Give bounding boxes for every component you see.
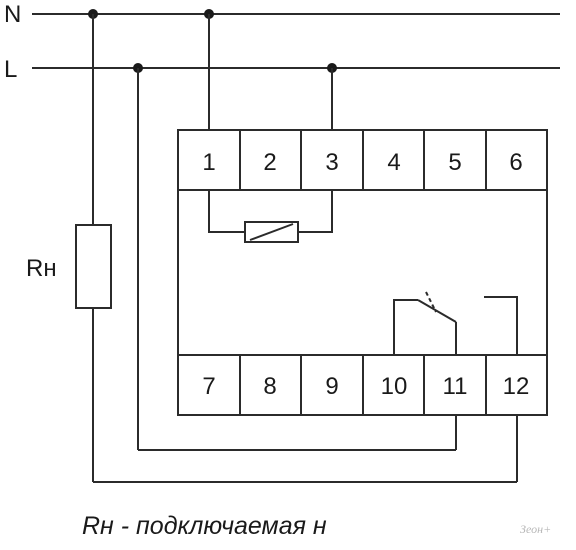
neutral-label: N xyxy=(4,1,21,28)
relay-contacts xyxy=(393,291,518,355)
load-label: Rн xyxy=(26,255,57,282)
top-terminal-row: 1 2 3 4 5 6 xyxy=(178,130,547,191)
relay-coil xyxy=(208,190,333,243)
terminal-4: 4 xyxy=(387,149,400,176)
terminal-11: 11 xyxy=(443,373,468,400)
terminal-12: 12 xyxy=(503,373,530,400)
live-label: L xyxy=(4,56,17,83)
terminal-9: 9 xyxy=(325,373,338,400)
load-resistor xyxy=(75,224,112,309)
terminal-8: 8 xyxy=(263,373,276,400)
terminal-7: 7 xyxy=(202,373,215,400)
terminal-1: 1 xyxy=(202,149,215,176)
terminal-3: 3 xyxy=(325,149,338,176)
terminal-10: 10 xyxy=(381,373,408,400)
terminal-2: 2 xyxy=(263,149,276,176)
terminal-5: 5 xyxy=(448,149,461,176)
bottom-terminal-row: 7 8 9 10 11 12 xyxy=(178,354,547,415)
caption: Rн - подключаемая н xyxy=(82,512,327,540)
terminal-6: 6 xyxy=(509,149,522,176)
watermark: Зеон+ xyxy=(520,522,552,536)
